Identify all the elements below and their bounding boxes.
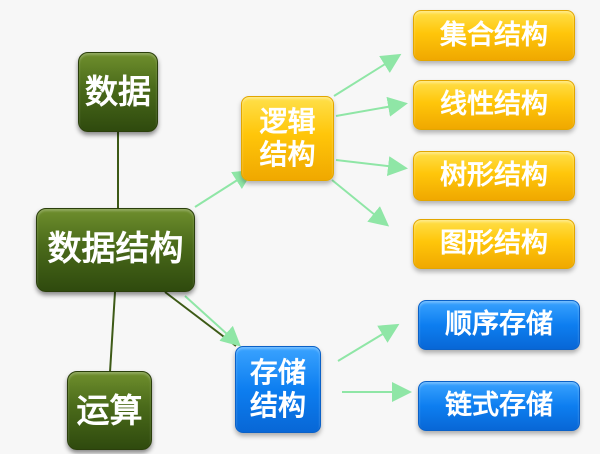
arrow-logical-to-linear — [335, 96, 408, 117]
data-structure-node: 数据结构 — [36, 208, 195, 292]
arrow-logical-to-tree — [335, 156, 408, 177]
connector-data-structure-to-operation — [109, 291, 116, 373]
operation-node: 运算 — [67, 371, 152, 450]
tree-structure-node: 树形结构 — [413, 151, 575, 201]
arrow-storage-to-sequential — [337, 323, 400, 362]
data-node: 数据 — [78, 52, 158, 132]
arrow-data-structure-to-storage — [184, 295, 241, 347]
sequential-storage-node: 顺序存储 — [418, 300, 580, 350]
linked-storage-node: 链式存储 — [418, 381, 580, 431]
linear-structure-node: 线性结构 — [413, 80, 575, 130]
arrow-logical-to-graph — [331, 179, 390, 227]
logical-structure-node: 逻辑 结构 — [241, 96, 334, 181]
graph-structure-node: 图形结构 — [413, 219, 575, 269]
set-structure-node: 集合结构 — [413, 10, 575, 61]
arrow-logical-to-set — [333, 53, 402, 97]
storage-structure-node: 存储 结构 — [235, 346, 321, 433]
connector-data-structure-to-storage-dark — [164, 291, 237, 347]
arrow-data-structure-to-logical — [194, 169, 254, 208]
